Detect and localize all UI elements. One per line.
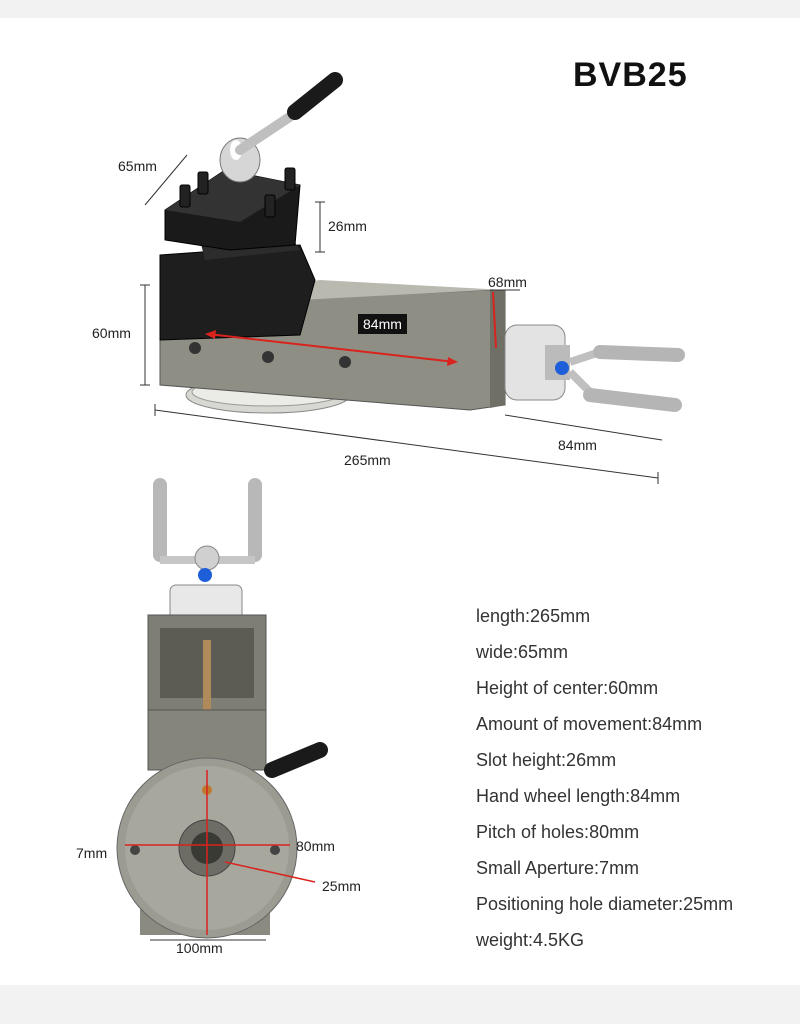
dim-hole-25: 25mm [322, 878, 361, 894]
product-title: BVB25 [573, 56, 688, 94]
spec-item: length:265mm [476, 606, 591, 626]
spec-item: Hand wheel length:84mm [476, 786, 681, 806]
bottom-band [0, 985, 800, 1024]
dim-base-100: 100mm [176, 940, 223, 956]
spec-item: weight:4.5KG [476, 930, 585, 950]
dim-depth-68: 68mm [488, 274, 527, 290]
spec-item: Slot height:26mm [476, 750, 617, 770]
dim-aperture-7: 7mm [76, 845, 108, 861]
handwheel-handle-1 [593, 345, 685, 362]
spec-item: Positioning hole diameter:25mm [476, 894, 734, 914]
dim-height-60: 60mm [92, 325, 131, 341]
movement-arrow [207, 333, 456, 363]
spec-item: Pitch of holes:80mm [476, 822, 640, 842]
dim-pitch-80: 80mm [296, 838, 335, 854]
dim-width-65: 65mm [118, 158, 157, 174]
spec-item: Amount of movement:84mm [476, 714, 703, 734]
spec-item: wide:65mm [476, 642, 569, 662]
dim-handwheel-84: 84mm [558, 437, 597, 453]
top-band [0, 0, 800, 18]
dim-movement-84: 84mm [358, 314, 407, 334]
spec-list: length:265mm wide:65mm Height of center:… [476, 598, 733, 958]
handwheel-handle-2 [583, 388, 682, 412]
dim-slot-26: 26mm [328, 218, 367, 234]
spec-item: Height of center:60mm [476, 678, 659, 698]
front-lever [264, 742, 328, 778]
spec-item: Small Aperture:7mm [476, 858, 640, 878]
dim-length-265: 265mm [344, 452, 391, 468]
tool-post-base [159, 244, 316, 341]
